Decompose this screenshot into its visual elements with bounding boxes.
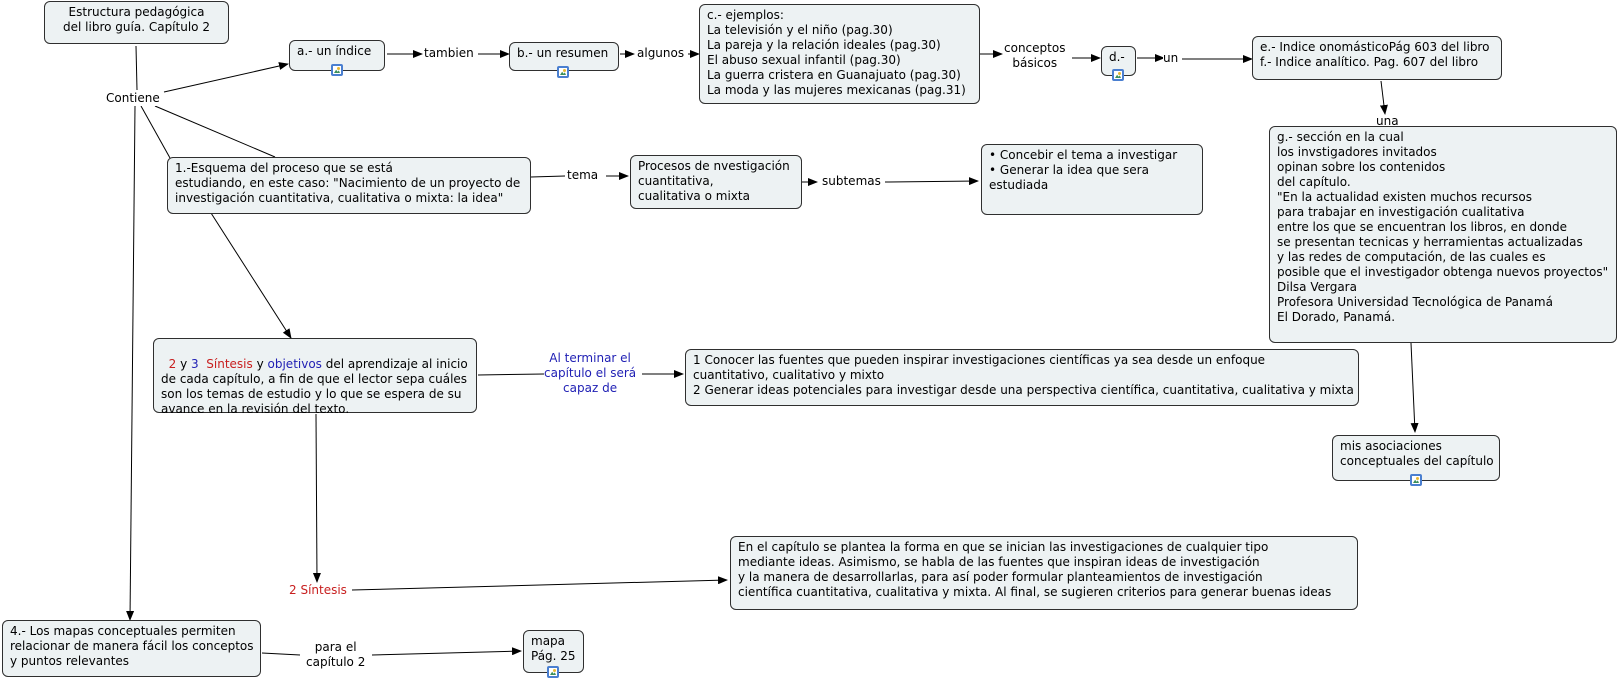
number-3: 3	[191, 357, 199, 371]
node-concebir[interactable]: • Concebir el tema a investigar • Genera…	[981, 144, 1203, 215]
objetivos-word: objetivos	[267, 357, 322, 371]
image-icon[interactable]	[1410, 474, 1422, 486]
link	[126, 105, 136, 621]
label-algunos[interactable]: algunos	[637, 46, 685, 61]
link	[210, 212, 292, 339]
conjunction: y	[176, 357, 192, 371]
label-para-el-capitulo[interactable]: para el capítulo 2	[306, 640, 366, 670]
sintesis-word: Síntesis	[198, 357, 253, 371]
link	[312, 413, 321, 583]
link	[884, 177, 979, 186]
link	[163, 62, 289, 93]
link	[371, 647, 522, 656]
label-2-sintesis[interactable]: 2 Síntesis	[289, 583, 347, 598]
link	[261, 652, 301, 656]
link	[135, 45, 138, 91]
label-conceptos-basicos[interactable]: conceptos básicos	[1004, 41, 1066, 71]
node-indice[interactable]: a.- un índice	[289, 40, 385, 71]
link	[351, 576, 728, 591]
label-una[interactable]: una	[1376, 114, 1399, 128]
link	[154, 105, 276, 158]
node-asociaciones[interactable]: mis asociaciones conceptuales del capítu…	[1332, 435, 1500, 481]
image-icon[interactable]	[1112, 69, 1124, 81]
node-esquema[interactable]: 1.-Esquema del proceso que se está estud…	[167, 157, 531, 214]
node-seccion-g[interactable]: g.- sección en la cual los invstigadores…	[1269, 126, 1617, 343]
node-indices-e-f[interactable]: e.- Indice onomásticoPág 603 del libro f…	[1252, 36, 1502, 80]
sintesis-text: del aprendizaje al inicio de cada capítu…	[161, 357, 468, 416]
image-icon[interactable]	[331, 64, 343, 76]
label-tema[interactable]: tema	[567, 168, 599, 183]
link	[1379, 80, 1388, 115]
label-un[interactable]: un	[1163, 51, 1179, 66]
image-icon[interactable]	[547, 666, 559, 678]
conjunction: y	[252, 357, 268, 371]
node-mapas-conceptuales[interactable]: 4.- Los mapas conceptuales permiten rela…	[2, 620, 261, 677]
image-icon[interactable]	[557, 66, 569, 78]
node-estructura-pedagogica[interactable]: Estructura pedagógica del libro guía. Ca…	[44, 1, 229, 44]
label-subtemas[interactable]: subtemas	[822, 174, 881, 189]
node-conocer-generar[interactable]: 1 Conocer las fuentes que pueden inspira…	[685, 349, 1359, 406]
label-tambien[interactable]: tambien	[424, 46, 474, 61]
link	[140, 105, 171, 159]
label-contiene[interactable]: Contiene	[106, 91, 160, 106]
node-ejemplos[interactable]: c.- ejemplos: La televisión y el niño (p…	[699, 4, 980, 104]
number-2: 2	[168, 357, 177, 371]
label-al-terminar[interactable]: Al terminar el capítulo el será capaz de	[544, 351, 637, 396]
node-sintesis-objetivos[interactable]: 2 y 3 Síntesis y objetivos del aprendiza…	[153, 338, 477, 416]
link	[530, 175, 566, 178]
link	[1410, 342, 1419, 433]
link	[477, 373, 545, 376]
node-capitulo-plantea[interactable]: En el capítulo se plantea la forma en qu…	[730, 536, 1358, 610]
node-procesos[interactable]: Procesos de nvestigación cuantitativa, c…	[630, 155, 802, 209]
